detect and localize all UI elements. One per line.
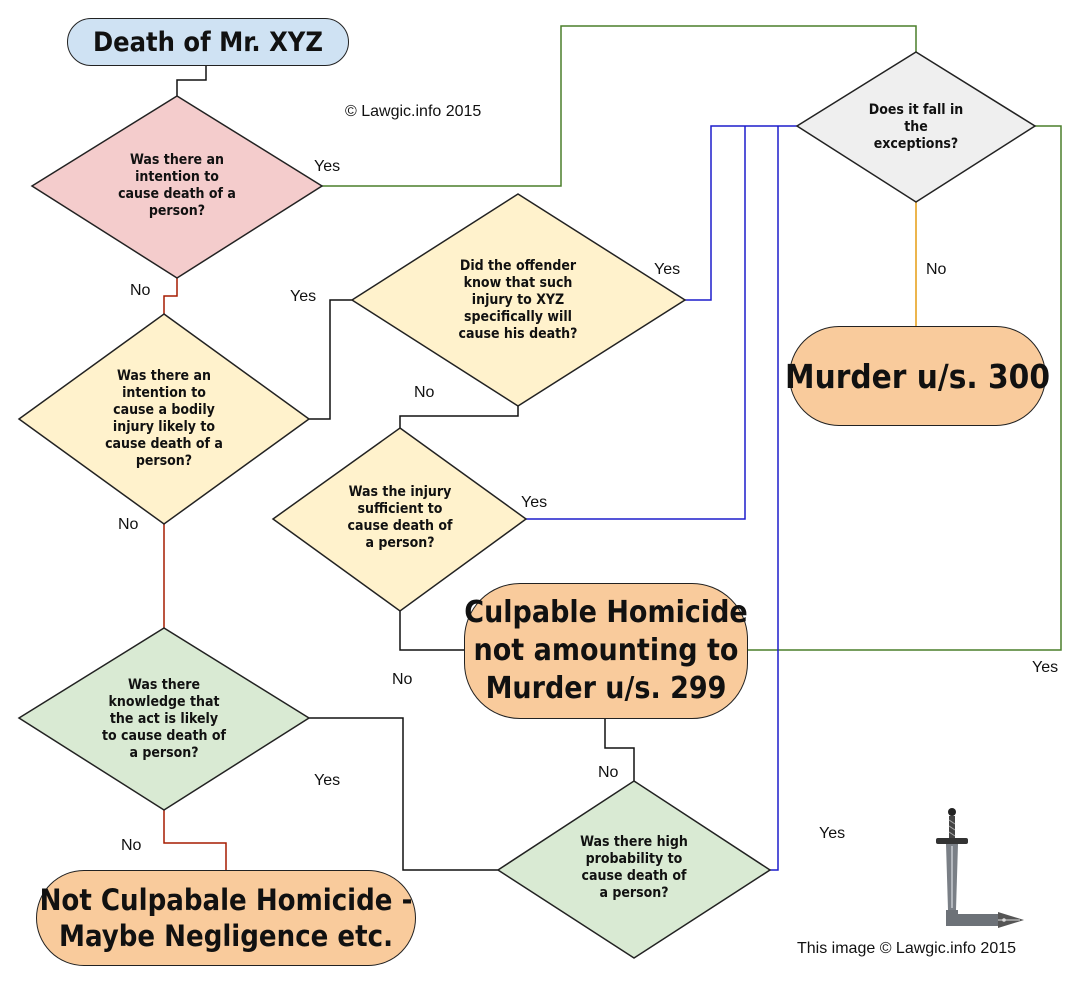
text-line: Was there an	[117, 368, 211, 384]
connector-knew-specific-no	[399, 406, 519, 428]
text-line: a person?	[365, 535, 435, 551]
decision-knew-specific-shape	[350, 193, 687, 407]
text-line: probability to	[585, 851, 683, 867]
connector-injury-sufficient-no	[399, 611, 465, 651]
text-line: intention to	[122, 385, 206, 401]
decision-knowledge-likely: Was there knowledge that the act is like…	[84, 664, 244, 774]
outcome-not-culpable: Not Culpabale Homicide - Maybe Negligenc…	[36, 870, 416, 966]
connector-injury-sufficient-yes	[526, 126, 746, 520]
edge-label-no: No	[926, 261, 947, 278]
text-line: injury to XYZ	[471, 291, 565, 308]
text-line: Maybe Negligence etc.	[59, 919, 393, 953]
connector-intention-death-yes	[322, 25, 917, 187]
connector-knew-specific-yes	[685, 125, 797, 301]
connector-knowledge-likely-no	[163, 810, 227, 870]
edge-label-no: No	[118, 516, 139, 533]
text-line: injury likely to	[112, 419, 216, 435]
text-line: intention to	[135, 169, 219, 185]
connector-exceptions-yes	[748, 125, 1062, 651]
edge-label-yes: Yes	[521, 494, 548, 511]
decision-exceptions-shape	[795, 51, 1037, 203]
text-line: cause death of	[581, 868, 687, 884]
text-line: Not Culpabale Homicide -	[39, 883, 413, 917]
connector-intention-death-no	[163, 278, 178, 314]
connector-start-to-intention	[176, 66, 207, 96]
start-line: Death of Mr. XYZ	[92, 26, 324, 58]
connector-knowledge-likely-yes	[309, 717, 498, 871]
lawgic-logo-icon	[936, 808, 1024, 928]
text-line: person?	[148, 203, 206, 219]
text-line: Culpable Homicide	[464, 595, 748, 630]
text-line: knowledge that	[108, 693, 220, 710]
text-line: Did the offender	[459, 257, 577, 274]
decision-high-probability: Was there high probability to cause deat…	[564, 822, 704, 914]
edge-label-no: No	[130, 282, 151, 299]
edge-label-yes: Yes	[314, 158, 341, 175]
text-line: cause his death?	[458, 325, 578, 342]
edge-label-yes: Yes	[314, 772, 341, 789]
edge-label-yes: Yes	[1032, 659, 1059, 676]
outcome-murder-label: Murder u/s. 300	[785, 356, 1050, 396]
decision-high-probability-shape	[496, 780, 772, 959]
decision-intention-injury: Was there an intention to cause a bodily…	[79, 339, 249, 499]
text-line: Was there an	[130, 152, 224, 168]
decision-intention-death-shape	[30, 95, 324, 279]
text-line: person?	[135, 453, 193, 469]
text-line: know that such	[463, 274, 573, 291]
text-line: cause death of	[347, 518, 453, 534]
decision-knowledge-likely-shape	[17, 627, 311, 811]
text-line: exceptions?	[873, 135, 959, 152]
text-line: specifically will	[464, 308, 572, 325]
edge-label-no: No	[598, 764, 619, 781]
decision-knew-specific: Did the offender know that such injury t…	[428, 240, 608, 360]
text-line: not amounting to	[473, 633, 739, 668]
text-line: the	[904, 118, 928, 135]
outcome-culpable-homicide: Culpable Homicide not amounting to Murde…	[464, 583, 748, 719]
connector-high-probability-yes	[770, 126, 779, 871]
decision-injury-sufficient: Was the injury sufficient to cause death…	[320, 468, 480, 568]
outcome-murder: Murder u/s. 300	[785, 326, 1050, 426]
edge-label-yes: Yes	[290, 288, 317, 305]
text-line: Murder u/s. 299	[485, 671, 727, 706]
edge-label-no: No	[414, 384, 435, 401]
copyright-top: © Lawgic.info 2015	[345, 103, 482, 120]
decision-intention-death: Was there an intention to cause death of…	[92, 130, 262, 242]
edge-label-no: No	[121, 837, 142, 854]
edge-label-no: No	[392, 671, 413, 688]
text-line: cause death of a	[118, 186, 236, 202]
connector-culpable-no	[604, 718, 635, 781]
decision-injury-sufficient-shape	[271, 427, 528, 612]
copyright-bottom: This image © Lawgic.info 2015	[797, 940, 1017, 957]
text-line: Was the injury	[348, 484, 452, 500]
text-line: to cause death of	[102, 727, 226, 744]
text-line: Was there	[127, 676, 201, 693]
edge-label-yes: Yes	[819, 825, 846, 842]
text-line: a person?	[599, 885, 669, 901]
text-line: a person?	[129, 744, 199, 761]
text-line: cause death of a	[105, 436, 223, 452]
start-terminal-label: Death of Mr. XYZ	[93, 27, 323, 58]
text-line: Was there high	[580, 834, 688, 850]
decision-intention-injury-shape	[17, 313, 311, 525]
decision-exceptions: Does it fall in the exceptions?	[846, 94, 986, 160]
text-line: Does it fall in	[868, 101, 964, 118]
text-line: the act is likely	[109, 710, 219, 727]
connector-intention-injury-yes	[309, 299, 352, 420]
text-line: sufficient to	[357, 501, 443, 517]
text-line: cause a bodily	[113, 402, 215, 418]
edge-label-yes: Yes	[654, 261, 681, 278]
start-terminal: Death of Mr. XYZ	[67, 18, 349, 66]
